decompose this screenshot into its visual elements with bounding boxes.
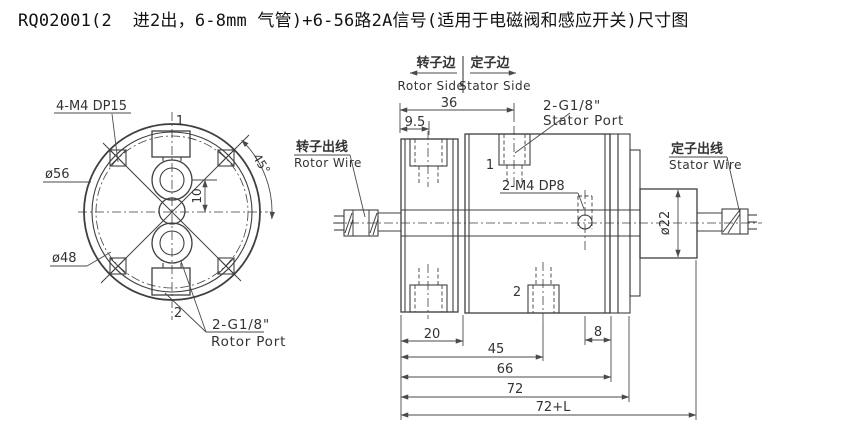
- rotor-wire: [334, 209, 401, 237]
- screw-hole-icon: [217, 149, 235, 167]
- drawing-title: RQ02001(2 进2出，6-8mm 气管)+6-56路2A信号(适用于电磁阀…: [18, 11, 689, 31]
- mount-spec-label: 2-M4 DP8: [502, 179, 565, 194]
- dim-66: 66: [497, 362, 514, 377]
- dim-20: 20: [424, 327, 441, 342]
- rotor-side-label-en: Rotor Side: [398, 79, 465, 93]
- stator-wire: [697, 208, 757, 235]
- rotor-port-name: Rotor Port: [211, 334, 286, 350]
- rotor-port-spec: 2-G1/8": [212, 317, 270, 333]
- front-bottom-port: [151, 222, 193, 296]
- side-port2-number: 2: [513, 285, 521, 300]
- stator-port-name: Stator Port: [543, 113, 624, 129]
- side-port1-number: 1: [486, 158, 494, 173]
- screw-hole-icon: [217, 257, 235, 275]
- dim-45: 45: [488, 342, 505, 357]
- dim-72L: 72+L: [536, 400, 571, 415]
- stator-side-label-cn: 定子边: [469, 55, 510, 71]
- side-header: 转子边 Rotor Side 定子边 Stator Side: [398, 55, 531, 93]
- rotor-wire-label-cn: 转子出线: [296, 139, 348, 155]
- dim-8: 8: [594, 325, 602, 340]
- dim-9-5: 9.5: [405, 115, 426, 130]
- rotor-port-bottom: [409, 264, 448, 319]
- rotor-port-top: [409, 131, 448, 187]
- screw-hole-icon: [109, 257, 127, 275]
- port2-number: 2: [174, 306, 182, 321]
- m4-mount-hole: [577, 190, 593, 250]
- mount-hole-label: 2-M4 DP8: [500, 179, 585, 210]
- shaft-lines: [401, 209, 640, 237]
- offset-label: 10: [190, 188, 204, 203]
- stator-side-label-en: Stator Side: [459, 79, 531, 93]
- screw-spec-label: 4-M4 DP15: [56, 99, 127, 114]
- end-flange: [609, 133, 641, 314]
- port1-number: 1: [176, 114, 184, 129]
- angle-label: 45°: [250, 151, 273, 176]
- stator-cylinder: [639, 188, 698, 259]
- stator-wire-label-cn: 定子出线: [670, 141, 723, 157]
- stator-port-1: [498, 126, 531, 187]
- screw-hole-icon: [109, 149, 127, 167]
- stator-diameter-dimension: ø22: [658, 189, 681, 258]
- angle-dimension-arc: [241, 139, 275, 220]
- stator-diameter-label: ø22: [658, 211, 673, 236]
- front-center-hole: [158, 197, 186, 225]
- outer-diameter-label: ø56: [45, 167, 70, 182]
- rotor-wire-label-en: Rotor Wire: [294, 156, 362, 170]
- dim-36: 36: [441, 96, 458, 111]
- side-view: 转子边 Rotor Side 定子边 Stator Side: [294, 55, 762, 420]
- dim-72: 72: [507, 382, 524, 397]
- front-offset-dimension: 10: [190, 179, 217, 213]
- bolt-diameter-label: ø48: [52, 251, 77, 266]
- top-dimensions: 36 9.5: [399, 96, 515, 135]
- stator-port-2: [527, 262, 560, 322]
- bottom-dimensions: 20 8 45 66 72 72+L: [400, 260, 697, 420]
- rotor-side-label-cn: 转子边: [416, 55, 456, 71]
- front-centerlines: [78, 112, 268, 320]
- stator-wire-label-en: Stator Wire: [669, 158, 742, 172]
- stator-port-label: 2-G1/8" Stator Port: [514, 98, 624, 154]
- front-labels: 4-M4 DP15 ø56 ø48 1 2 2-G1/8" Rotor Port: [43, 99, 286, 350]
- front-view: 45° 10 4-M4 DP15 ø56 ø48 1 2 2-G1/8": [43, 99, 286, 350]
- wire-labels: 转子出线 Rotor Wire 定子出线 Stator Wire: [294, 139, 742, 218]
- stator-port-spec: 2-G1/8": [543, 98, 601, 114]
